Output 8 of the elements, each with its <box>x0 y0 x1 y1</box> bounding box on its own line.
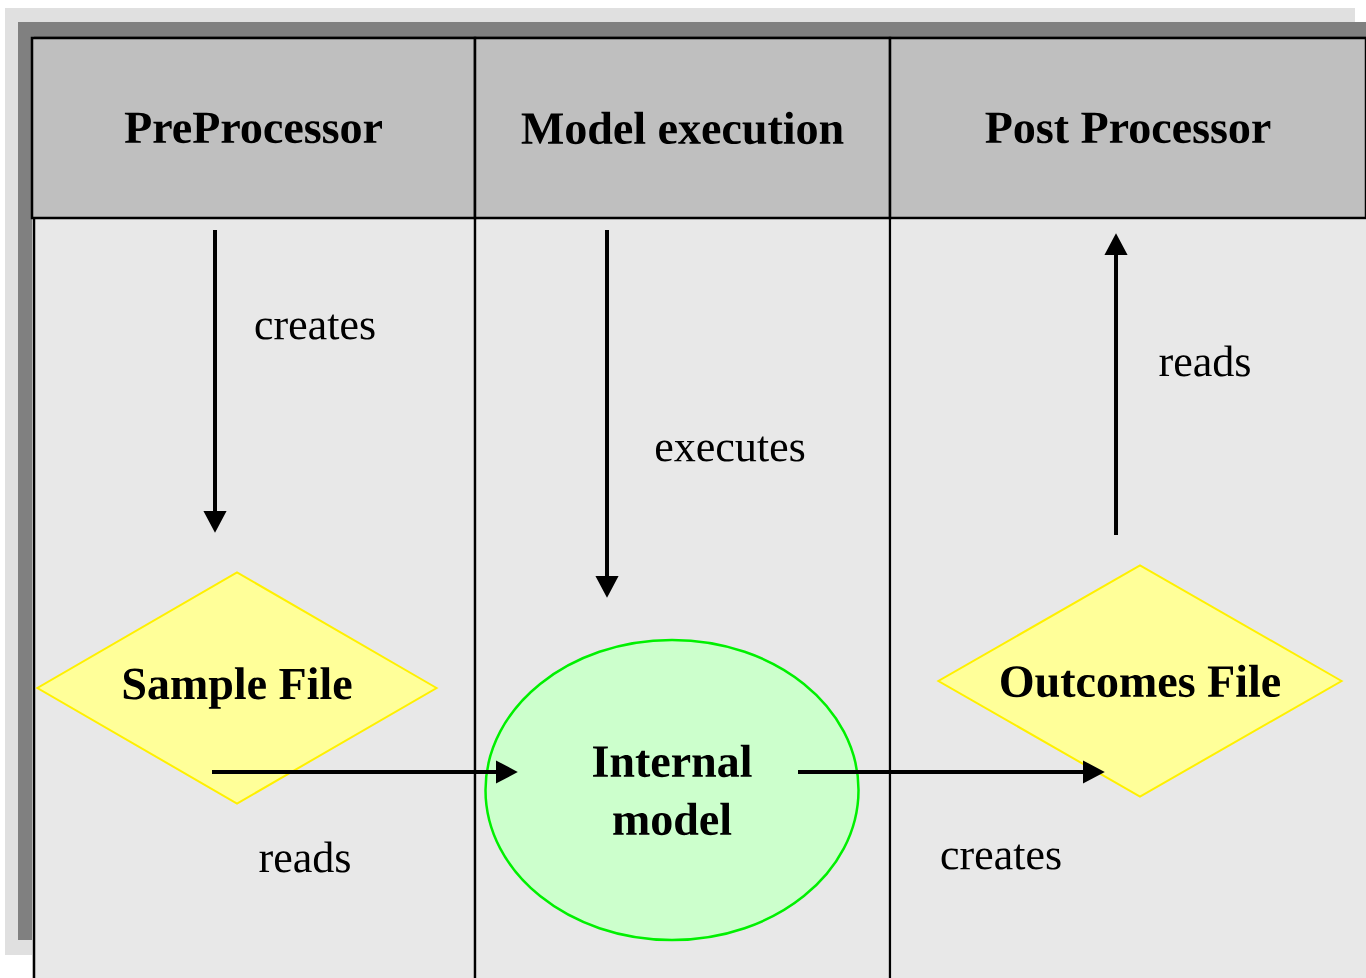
lane-header: Post Processor <box>888 36 1366 220</box>
edge-label: reads <box>1159 345 1250 377</box>
edge-label: creates <box>255 314 375 340</box>
lane-header: Model execution <box>473 36 892 220</box>
lane-header: PreProcessor <box>30 36 477 220</box>
edge-label: reads <box>259 841 350 873</box>
edge-label: creates <box>941 844 1061 870</box>
edge-label: executes <box>656 436 805 462</box>
